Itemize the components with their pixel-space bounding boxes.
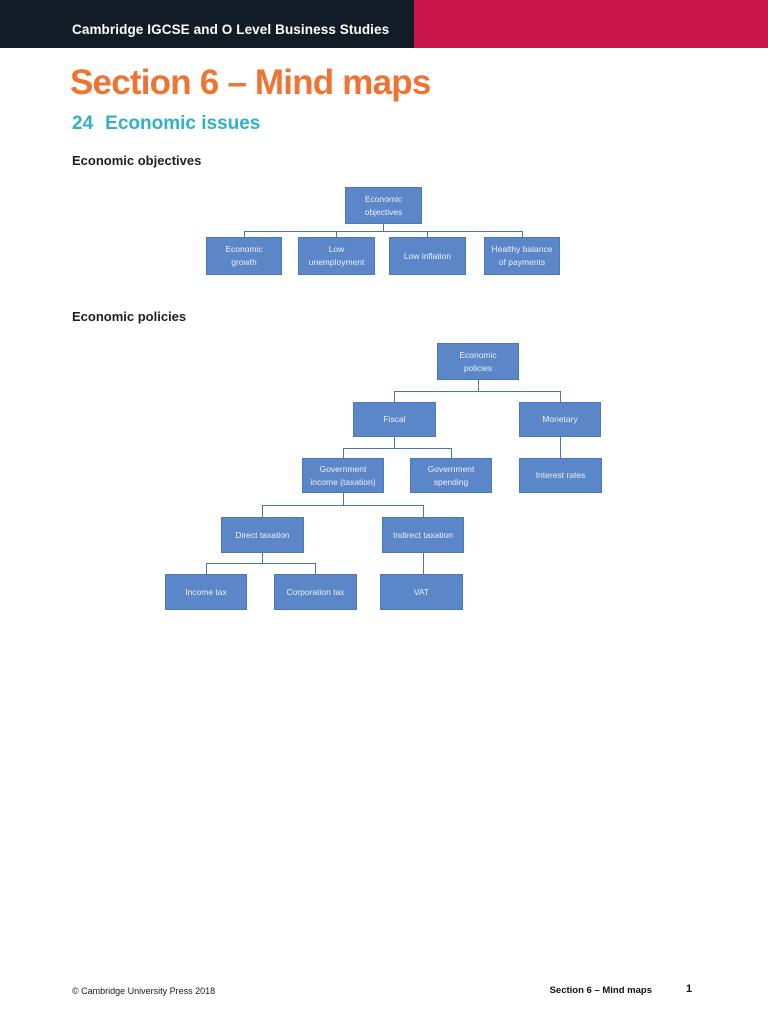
header-bar	[0, 0, 414, 48]
connector-line	[427, 231, 428, 237]
mindmap-node-interest-rates: Interest rates	[519, 458, 602, 493]
mindmap-node-economic-objectives: Economic objectives	[345, 187, 422, 224]
connector-line	[560, 391, 561, 402]
connector-line	[206, 563, 315, 564]
mindmap-node-low-unemployment: Low unemployment	[298, 237, 375, 275]
connector-line	[343, 448, 451, 449]
connector-line	[336, 231, 337, 237]
connector-line	[423, 505, 424, 517]
mindmap-node-government-income-taxation: Government income (taxation)	[302, 458, 384, 493]
connector-line	[244, 231, 245, 237]
mindmap-node-economic-policies: Economic policies	[437, 343, 519, 380]
mindmap-node-fiscal: Fiscal	[353, 402, 436, 437]
connector-line	[394, 391, 395, 402]
connector-line	[522, 231, 523, 237]
mindmap-node-economic-growth: Economic growth	[206, 237, 282, 275]
connector-line	[560, 437, 561, 458]
connector-line	[244, 231, 522, 232]
connector-line	[206, 563, 207, 574]
header-course-title: Cambridge IGCSE and O Level Business Stu…	[72, 22, 390, 37]
mindmap-node-vat: VAT	[380, 574, 463, 610]
mindmap-node-healthy-balance-of-payments: Healthy balance of payments	[484, 237, 560, 275]
chapter-number: 24	[72, 113, 94, 134]
mindmap-policies-heading: Economic policies	[72, 309, 187, 324]
connector-line	[423, 553, 424, 574]
connector-line	[451, 448, 452, 458]
chapter-heading: 24 Economic issues	[72, 113, 260, 135]
connector-line	[343, 493, 344, 505]
mindmap-objectives-heading: Economic objectives	[72, 153, 202, 168]
header-accent-bar	[414, 0, 768, 48]
mindmap-node-monetary: Monetary	[519, 402, 601, 437]
connector-line	[262, 553, 263, 563]
mindmap-node-low-inflation: Low inflation	[389, 237, 466, 275]
connector-line	[262, 505, 263, 517]
mindmap-node-corporation-tax: Corporation tax	[274, 574, 357, 610]
section-title: Section 6 – Mind maps	[70, 63, 431, 102]
mindmap-node-direct-taxation: Direct taxation	[221, 517, 304, 553]
connector-line	[394, 437, 395, 448]
connector-line	[315, 563, 316, 574]
chapter-title: Economic issues	[105, 113, 261, 134]
connector-line	[262, 505, 423, 506]
connector-line	[383, 224, 384, 231]
mindmap-node-government-spending: Government spending	[410, 458, 492, 493]
mindmap-node-indirect-taxation: Indirect taxation	[382, 517, 464, 553]
connector-line	[343, 448, 344, 458]
connector-line	[478, 380, 479, 391]
mindmap-node-income-tax: Income tax	[165, 574, 247, 610]
footer-copyright: © Cambridge University Press 2018	[72, 986, 216, 996]
footer-section-label: Section 6 – Mind maps	[549, 985, 652, 996]
footer-page-number: 1	[686, 983, 693, 995]
connector-line	[394, 391, 560, 392]
